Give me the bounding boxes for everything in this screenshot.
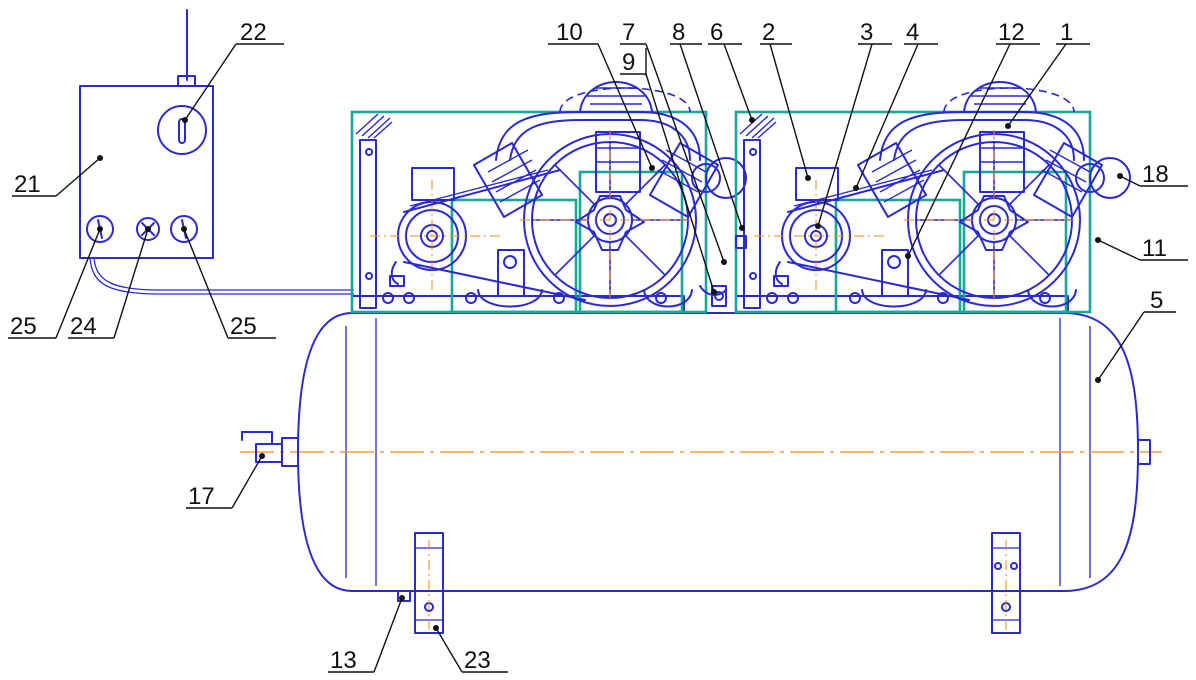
callout-25-right: 25 [181,226,276,340]
label-18: 18 [1142,161,1169,188]
callout-24: 24 [68,226,151,340]
label-12: 12 [998,19,1025,46]
callout-12: 12 [905,19,1040,259]
label-11: 11 [1142,235,1167,262]
callout-18: 18 [1117,161,1188,188]
callout-4: 4 [853,19,938,191]
label-6: 6 [710,19,723,46]
label-1: 1 [1060,19,1073,46]
callout-22: 21 [12,155,103,198]
compressor-unit-left [350,81,747,314]
label-9: 9 [622,49,635,76]
callout-13: 13 [328,595,405,674]
label-10: 10 [556,19,583,46]
callout-3: 3 [815,19,892,229]
callout-10: 10 [548,19,655,171]
label-7: 7 [622,19,635,46]
compressor-unit-right [734,80,1132,314]
label-3: 3 [860,19,873,46]
callout-7: 7 [620,19,727,265]
label-23: 22 [240,19,267,46]
label-22: 21 [14,171,41,198]
callout-2: 2 [760,19,811,181]
callout-8: 8 [670,19,745,231]
label-8: 8 [672,19,685,46]
control-box [79,9,354,295]
label-21: 23 [464,647,491,674]
label-2: 2 [762,19,775,46]
receiver-tank [240,312,1162,634]
valve-between-units [699,235,747,307]
callout-6: 6 [708,19,755,123]
callout-9: 9 [620,48,717,295]
label-24: 24 [70,313,97,340]
label-5: 5 [1150,287,1163,314]
label-25-left: 25 [10,313,37,340]
callout-17: 17 [186,453,265,510]
callout-1: 1 [1005,19,1090,129]
callout-25-left: 25 [8,226,103,340]
label-4: 4 [906,19,919,46]
callout-21: 23 [433,625,508,674]
callout-11: 11 [1095,235,1188,262]
callout-5: 5 [1095,287,1176,383]
label-13: 13 [330,647,357,674]
label-17: 17 [188,483,215,510]
label-25-right: 25 [230,313,257,340]
callout-23: 22 [182,19,284,123]
